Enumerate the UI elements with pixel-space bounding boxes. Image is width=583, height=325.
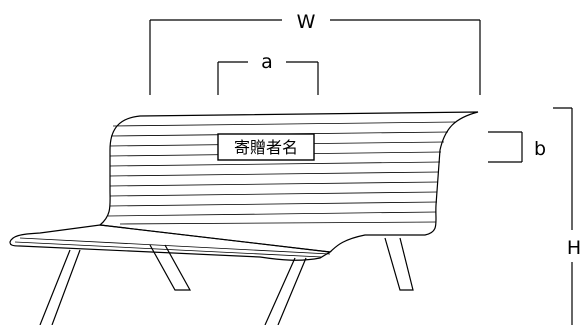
width-label: W	[297, 11, 316, 33]
plate-height-dimension: b	[488, 131, 546, 163]
plate-width-dimension: a	[217, 51, 319, 95]
width-dimension: W	[149, 11, 481, 95]
bench-seat	[9, 224, 332, 261]
height-label: H	[567, 237, 581, 259]
plate-height-label: b	[534, 138, 546, 160]
donor-name-plate-text: 寄贈者名	[234, 138, 298, 157]
height-dimension: H	[553, 107, 581, 325]
bench-legs	[39, 237, 414, 325]
plate-width-label: a	[261, 51, 273, 73]
donor-name-plate: 寄贈者名	[217, 133, 315, 161]
bench-backrest	[98, 111, 479, 253]
